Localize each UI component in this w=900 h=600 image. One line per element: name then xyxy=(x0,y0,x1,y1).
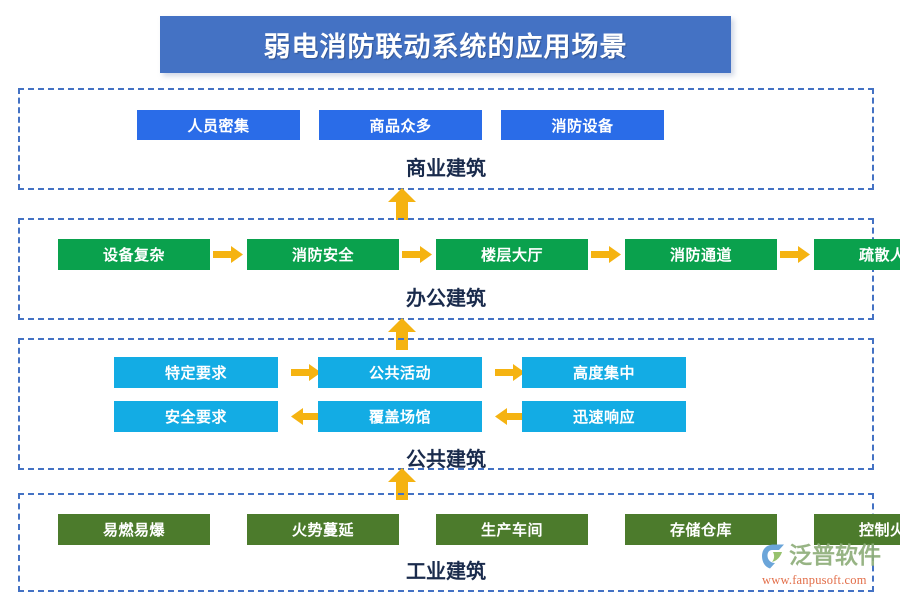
box-office-4[interactable]: 消防通道 xyxy=(625,239,777,270)
connector-office-to-commercial xyxy=(388,188,416,220)
section-commercial: 人员密集 商品众多 消防设备 商业建筑 xyxy=(18,88,874,190)
watermark: 泛普软件 www.fanpusoft.com xyxy=(760,540,896,592)
connector-industrial-to-public xyxy=(388,468,416,500)
box-office-1[interactable]: 设备复杂 xyxy=(58,239,210,270)
fanpu-logo-icon xyxy=(760,543,786,569)
box-public-r2-1[interactable]: 安全要求 xyxy=(114,401,278,432)
box-office-3[interactable]: 楼层大厅 xyxy=(436,239,588,270)
section-public: 特定要求 公共活动 高度集中 安全要求 覆盖场馆 迅速响应 公共建筑 xyxy=(18,338,874,471)
box-commercial-2[interactable]: 商品众多 xyxy=(319,110,482,140)
box-office-2[interactable]: 消防安全 xyxy=(247,239,399,270)
arrow-public-r2-2-1 xyxy=(291,408,321,425)
arrow-office-1-2 xyxy=(213,246,243,263)
box-office-5[interactable]: 疏散人员 xyxy=(814,239,900,270)
box-public-r2-2[interactable]: 覆盖场馆 xyxy=(318,401,482,432)
section-office: 设备复杂 消防安全 楼层大厅 消防通道 疏散人员 办公建筑 xyxy=(18,218,900,320)
box-industrial-1[interactable]: 易燃易爆 xyxy=(58,514,210,545)
box-public-r1-2[interactable]: 公共活动 xyxy=(318,357,482,388)
box-industrial-5[interactable]: 控制火势 xyxy=(814,514,900,545)
arrow-office-4-5 xyxy=(780,246,810,263)
box-industrial-4[interactable]: 存储仓库 xyxy=(625,514,777,545)
box-commercial-1[interactable]: 人员密集 xyxy=(137,110,300,140)
page-title: 弱电消防联动系统的应用场景 xyxy=(263,32,628,63)
box-public-r1-3[interactable]: 高度集中 xyxy=(522,357,686,388)
connector-public-to-office xyxy=(388,318,416,350)
page-title-bar: 弱电消防联动系统的应用场景 xyxy=(160,16,731,73)
box-commercial-3[interactable]: 消防设备 xyxy=(501,110,664,140)
section-label-public: 公共建筑 xyxy=(406,447,486,471)
section-label-office: 办公建筑 xyxy=(406,286,486,310)
section-label-industrial: 工业建筑 xyxy=(406,559,486,583)
box-industrial-2[interactable]: 火势蔓延 xyxy=(247,514,399,545)
arrow-office-2-3 xyxy=(402,246,432,263)
watermark-brand: 泛普软件 xyxy=(789,543,881,569)
section-industrial: 易燃易爆 火势蔓延 生产车间 存储仓库 控制火势 工业建筑 xyxy=(18,493,900,592)
box-industrial-3[interactable]: 生产车间 xyxy=(436,514,588,545)
watermark-url: www.fanpusoft.com xyxy=(762,573,867,587)
box-public-r1-1[interactable]: 特定要求 xyxy=(114,357,278,388)
arrow-public-r1-2-3 xyxy=(495,364,525,381)
box-public-r2-3[interactable]: 迅速响应 xyxy=(522,401,686,432)
arrow-public-r2-3-2 xyxy=(495,408,525,425)
arrow-public-r1-1-2 xyxy=(291,364,321,381)
section-label-commercial: 商业建筑 xyxy=(406,156,486,180)
arrow-office-3-4 xyxy=(591,246,621,263)
